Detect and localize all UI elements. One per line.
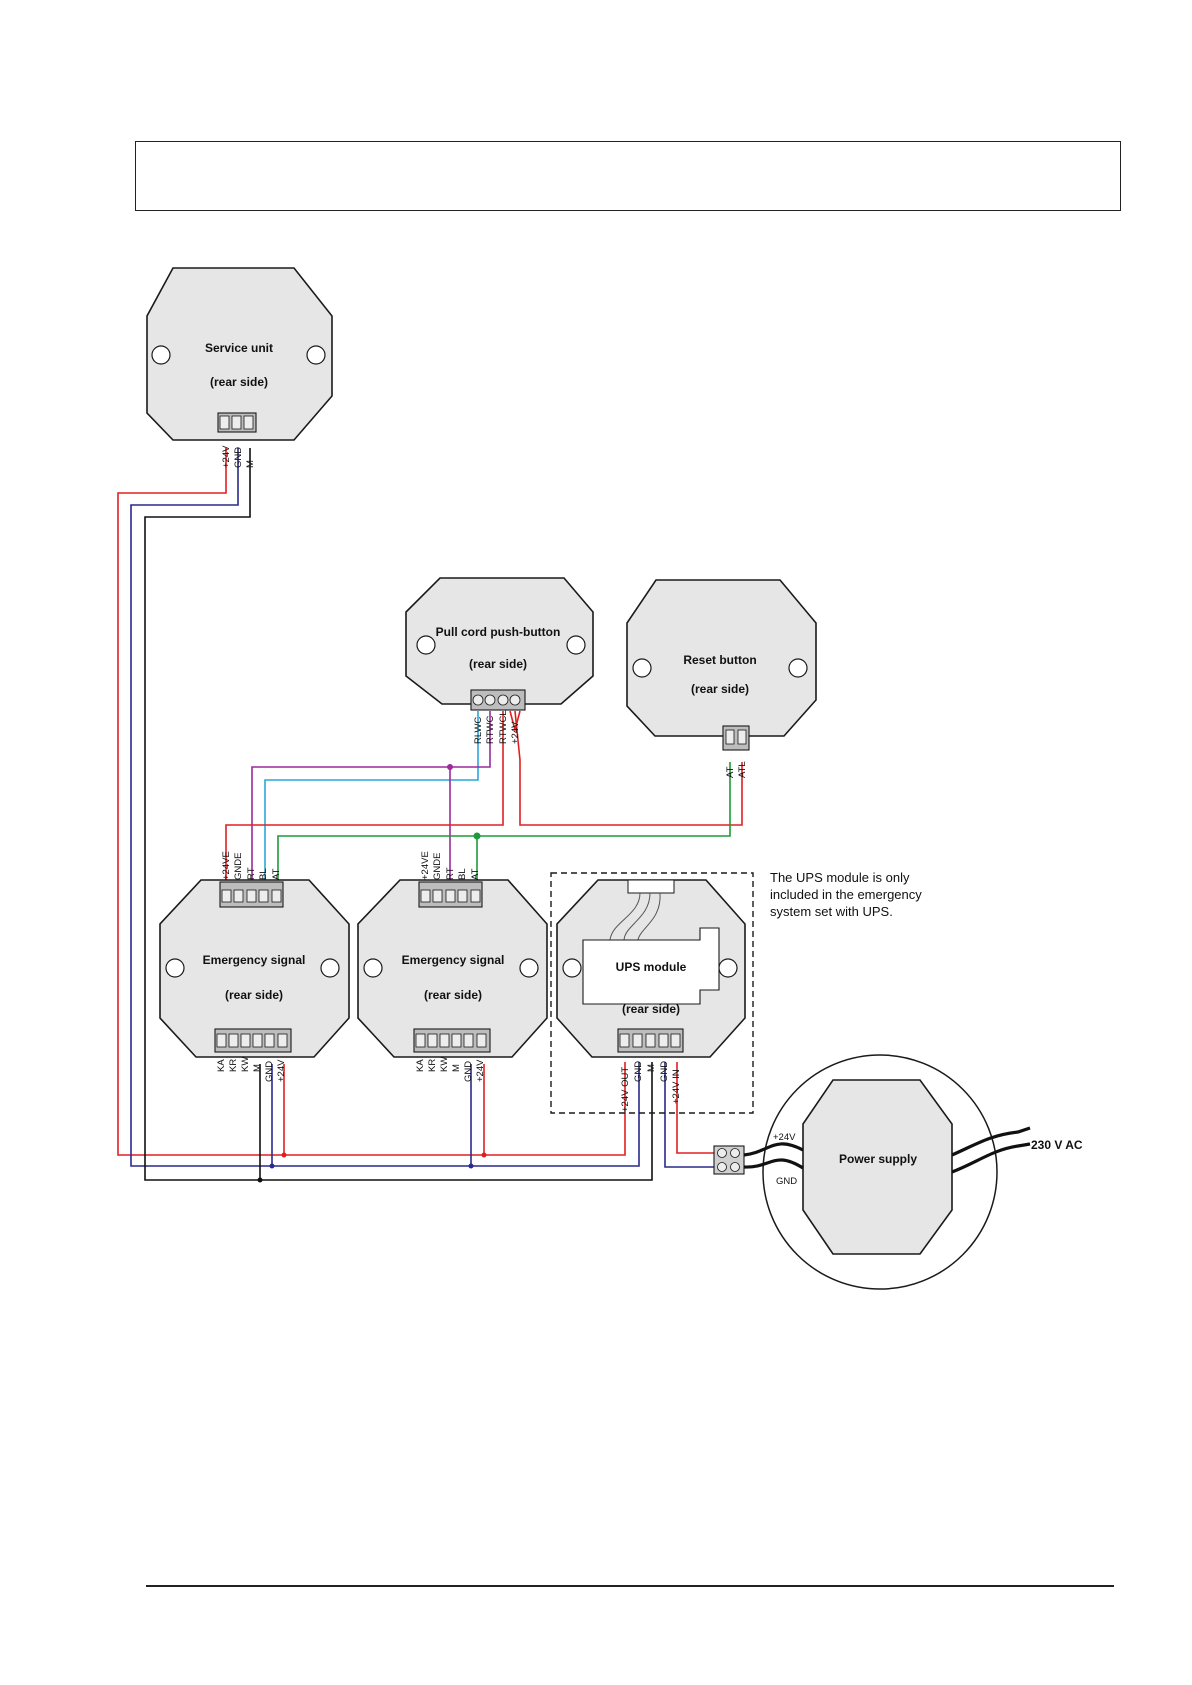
emergency-1-title: Emergency signal [203, 953, 306, 967]
pin-label: AT [725, 766, 736, 778]
ups-module: UPS module (rear side) +24V OUT GND M GN… [550, 870, 922, 1114]
pin-label: KR [228, 1059, 239, 1072]
ups-note-line-3: system set with UPS. [770, 904, 893, 919]
header-box [135, 141, 1121, 211]
power-gnd-label: GND [776, 1176, 797, 1187]
junction-dot [468, 1163, 474, 1169]
service-unit: Service unit (rear side) +24V GND M [146, 267, 333, 468]
pin-label: RT [445, 867, 456, 880]
pin-label: GND [233, 447, 244, 468]
pin-label: GND [633, 1061, 644, 1082]
pin-label: RTWC [485, 716, 496, 744]
pin-label: +24V [276, 1059, 287, 1082]
pin-label: RTWCL [498, 710, 509, 744]
pin-label: M [646, 1064, 657, 1072]
emergency-signal-1: Emergency signal (rear side) +24VE GNDE … [159, 851, 350, 1082]
pin-label: AT [470, 868, 481, 880]
ups-title: UPS module [616, 960, 687, 974]
pin-label: BL [457, 868, 468, 880]
pin-label: +24V OUT [620, 1067, 631, 1112]
service-unit-title: Service unit [205, 341, 273, 355]
junction-dot [281, 1152, 287, 1158]
pin-label: GNDE [233, 853, 244, 880]
pin-label: M [451, 1064, 462, 1072]
pin-label: GND [463, 1061, 474, 1082]
wire-pull-24v [514, 710, 743, 826]
pull-cord-title: Pull cord push-button [436, 625, 561, 639]
service-unit-subtitle: (rear side) [210, 375, 268, 389]
ups-note-line-2: included in the emergency [770, 887, 922, 902]
wire-rtwc [251, 711, 491, 882]
power-supply: Power supply +24V GND 230 V AC [713, 1054, 1083, 1290]
junction-dot [447, 764, 453, 770]
pin-label: GND [264, 1061, 275, 1082]
reset-button-subtitle: (rear side) [691, 682, 749, 696]
pin-label: ATL [737, 761, 748, 778]
pin-label: KR [427, 1059, 438, 1072]
pull-cord-subtitle: (rear side) [469, 657, 527, 671]
reset-button-title: Reset button [683, 653, 756, 667]
pin-label: RLWC [473, 717, 484, 744]
pin-label: GNDE [432, 853, 443, 880]
pin-label: KA [415, 1059, 426, 1072]
wire-at [277, 762, 731, 882]
ups-dashed-frame [550, 872, 754, 1114]
pin-label: RT [246, 867, 257, 880]
pin-label: +24VE [420, 851, 431, 880]
junction-dot [257, 1177, 263, 1183]
pin-label: KW [439, 1057, 450, 1072]
junction-dot [473, 832, 481, 840]
wire-ups-24v-in [676, 1062, 714, 1154]
emergency-signal-2: Emergency signal (rear side) +24VE GNDE … [357, 851, 548, 1082]
wires [117, 448, 743, 1183]
wire-service-24v [117, 448, 626, 1156]
power-supply-title: Power supply [839, 1152, 917, 1166]
pin-label: +24V [221, 445, 232, 468]
pin-label: GND [659, 1061, 670, 1082]
pin-label: +24VE [221, 851, 232, 880]
pin-label: +24V IN [671, 1069, 682, 1104]
pin-label: M [252, 1064, 263, 1072]
pin-label: BL [258, 868, 269, 880]
junction-dot [269, 1163, 275, 1169]
power-plus-label: +24V [773, 1132, 796, 1143]
footer-rule [146, 1585, 1114, 1587]
reset-button: Reset button (rear side) AT ATL [626, 579, 817, 778]
emergency-2-subtitle: (rear side) [424, 988, 482, 1002]
emergency-1-subtitle: (rear side) [225, 988, 283, 1002]
pull-cord-push-button: Pull cord push-button (rear side) RLWC R… [405, 577, 594, 744]
ups-note-line-1: The UPS module is only [770, 870, 910, 885]
pin-label: +24V [510, 721, 521, 744]
ups-board [582, 927, 720, 1005]
pin-label: +24V [475, 1059, 486, 1082]
pin-label: KA [216, 1059, 227, 1072]
pin-label: AT [271, 868, 282, 880]
junction-dot [481, 1152, 487, 1158]
wire-service-gnd [130, 448, 640, 1167]
ups-subtitle: (rear side) [622, 1002, 680, 1016]
pin-label: M [245, 460, 256, 468]
wire-pull-24v-loop [509, 710, 521, 734]
wire-ups-gnd-in [664, 1062, 714, 1168]
wire-rlwc [264, 711, 479, 882]
emergency-2-title: Emergency signal [402, 953, 505, 967]
power-ac-label: 230 V AC [1031, 1138, 1083, 1152]
wire-service-m [144, 448, 653, 1181]
pin-label: KW [240, 1057, 251, 1072]
wire-rtwcl [225, 711, 504, 882]
